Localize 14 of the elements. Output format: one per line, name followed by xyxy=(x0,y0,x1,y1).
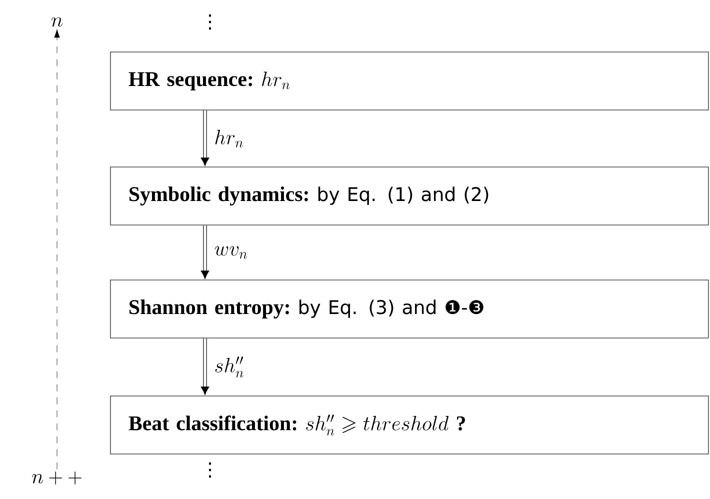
down-arrow xyxy=(200,110,210,166)
step-variable: $n$ xyxy=(52,17,62,27)
process-box: HR sequence: $hr_n$ xyxy=(110,52,709,110)
edge-label: $sh''_n$ xyxy=(215,356,244,378)
process-box: Symbolic dynamics: by Eq. (1) and (2) xyxy=(110,166,709,226)
edge-label: $hr_n$ xyxy=(215,130,243,148)
process-box: Beat classification: $sh''_n \geqslant threshold\ \textbf{?}$ xyxy=(110,396,709,454)
down-arrow xyxy=(200,338,210,395)
vertical-ellipsis: ⋮ xyxy=(209,14,211,30)
edge-label: $wv_n$ xyxy=(214,246,247,259)
process-box: Shannon entropy: by Eq. (3) and ❶-❸ xyxy=(110,280,709,338)
dashed-arrow xyxy=(54,29,60,470)
down-arrow xyxy=(200,225,210,279)
step-variable: $n++$ xyxy=(32,472,82,484)
